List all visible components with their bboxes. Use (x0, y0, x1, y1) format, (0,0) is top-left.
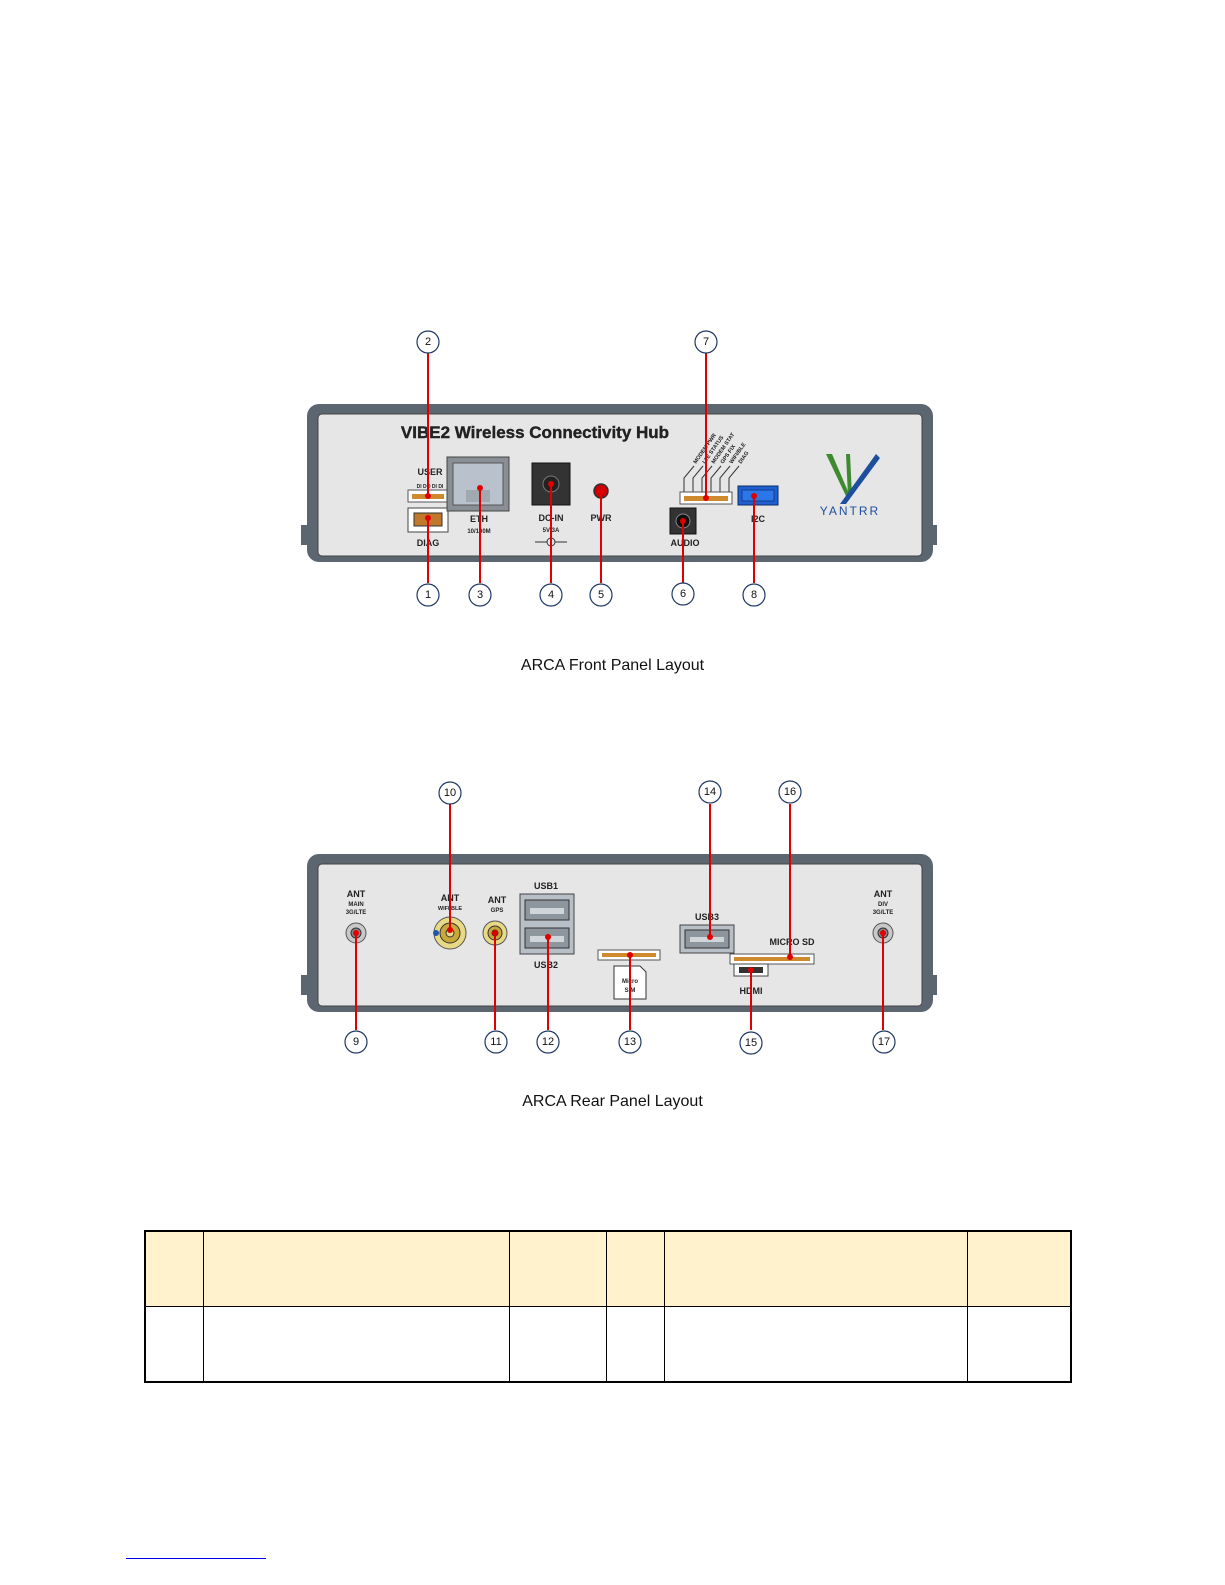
svg-text:4: 4 (548, 589, 554, 601)
svg-text:16: 16 (784, 786, 796, 798)
table-header-cell (202, 1230, 510, 1307)
table-header-cell (605, 1230, 665, 1307)
svg-text:9: 9 (353, 1036, 359, 1048)
rear-callout-dots (353, 927, 886, 973)
table-header-row (144, 1230, 1072, 1307)
yantrr-logo-text: YANTRR (820, 504, 880, 518)
front-panel-diagram: VIBE2 Wireless Connectivity Hub USER DI … (301, 330, 937, 607)
callout-14: 14 (698, 780, 722, 804)
rear-left-tab (301, 975, 309, 995)
table-number-cell (605, 1306, 665, 1383)
svg-text:6: 6 (680, 588, 686, 600)
callout-5: 5 (589, 583, 613, 607)
status-led-leader (719, 465, 731, 492)
svg-text:5: 5 (598, 589, 604, 601)
table-header-cell (144, 1230, 204, 1307)
svg-text:2: 2 (425, 336, 431, 348)
rear-callout-lines (355, 804, 884, 1030)
front-panel-figure: VIBE2 Wireless Connectivity Hub USER DI … (0, 320, 1225, 630)
ant-gps-label: ANT (488, 895, 507, 905)
table-row (144, 1306, 1072, 1383)
table-number-cell (144, 1306, 204, 1383)
callout-4: 4 (539, 583, 563, 607)
svg-text:10: 10 (444, 787, 456, 799)
ant-main-label: ANT (347, 889, 366, 899)
callout-13: 13 (618, 1030, 642, 1054)
front-right-tab (929, 525, 937, 545)
callout-15: 15 (739, 1031, 763, 1055)
usb2-label: USB2 (534, 960, 558, 970)
callout-11: 11 (484, 1030, 508, 1054)
front-callout-lines (427, 352, 755, 583)
table-header-cell (508, 1230, 607, 1307)
user-led-label: DI DO DI DI (417, 484, 444, 490)
ant-main-sub: MAIN (348, 902, 363, 908)
svg-text:8: 8 (751, 589, 757, 601)
user-label: USER (417, 467, 443, 477)
i2c-header-pins (741, 489, 775, 502)
table-cell (202, 1306, 510, 1383)
callout-10: 10 (438, 781, 462, 805)
port-spec-table (144, 1230, 1072, 1383)
svg-text:12: 12 (542, 1036, 554, 1048)
callout-2: 2 (416, 330, 440, 354)
usb1-tongue (530, 908, 564, 914)
status-led-leader (710, 465, 722, 492)
rear-panel-diagram: ANT MAIN 3G/LTE ANT WIFI/BLE ANT GPS USB… (301, 780, 937, 1055)
svg-text:17: 17 (878, 1036, 890, 1048)
callout-7: 7 (694, 330, 718, 354)
table-header-cell (966, 1230, 1072, 1307)
callout-17: 17 (872, 1030, 896, 1054)
eth-port-latch (466, 490, 490, 502)
ant-main-band: 3G/LTE (346, 910, 367, 916)
device-title: VIBE2 Wireless Connectivity Hub (401, 423, 669, 442)
callout-9: 9 (344, 1030, 368, 1054)
status-led-leader (701, 465, 713, 492)
rear-panel-caption: ARCA Rear Panel Layout (522, 1093, 703, 1110)
rear-panel-face (317, 863, 923, 1007)
rear-panel-figure: ANT MAIN 3G/LTE ANT WIFI/BLE ANT GPS USB… (0, 770, 1225, 1080)
footnote-separator (126, 1558, 266, 1559)
micro-sd-slot-bar (734, 957, 810, 961)
svg-text:1: 1 (425, 589, 431, 601)
usb3-tongue (690, 937, 724, 942)
table-cell (966, 1306, 1072, 1383)
svg-text:14: 14 (704, 786, 716, 798)
table-header-cell (663, 1230, 968, 1307)
ant-div-label: ANT (874, 889, 893, 899)
callout-1: 1 (416, 583, 440, 607)
table-cell (663, 1306, 968, 1383)
front-left-tab (301, 525, 309, 545)
svg-text:11: 11 (490, 1036, 501, 1048)
ant-div-sub: DIV (878, 902, 888, 908)
ant-gps-sub: GPS (491, 908, 504, 914)
callout-6: 6 (671, 582, 695, 606)
table-cell (508, 1306, 607, 1383)
rear-right-tab (929, 975, 937, 995)
usb3-label: USB3 (695, 912, 719, 922)
callout-12: 12 (536, 1030, 560, 1054)
svg-text:13: 13 (624, 1036, 636, 1048)
i2c-label: I2C (751, 514, 766, 524)
svg-text:3: 3 (477, 589, 483, 601)
front-callout-dots (425, 481, 757, 524)
callout-8: 8 (742, 583, 766, 607)
svg-text:7: 7 (703, 336, 709, 348)
yantrr-logo-mark (826, 454, 880, 504)
front-panel-face (317, 413, 923, 557)
status-led-leader (728, 465, 740, 492)
front-panel-caption: ARCA Front Panel Layout (520, 657, 705, 674)
status-led-leader (692, 465, 704, 492)
micro-sd-label: MICRO SD (770, 937, 816, 947)
usb1-label: USB1 (534, 881, 558, 891)
svg-text:15: 15 (745, 1037, 757, 1049)
ant-div-band: 3G/LTE (873, 910, 894, 916)
audio-label: AUDIO (671, 538, 700, 548)
callout-3: 3 (468, 583, 492, 607)
callout-16: 16 (778, 780, 802, 804)
status-led-leader (683, 465, 695, 492)
